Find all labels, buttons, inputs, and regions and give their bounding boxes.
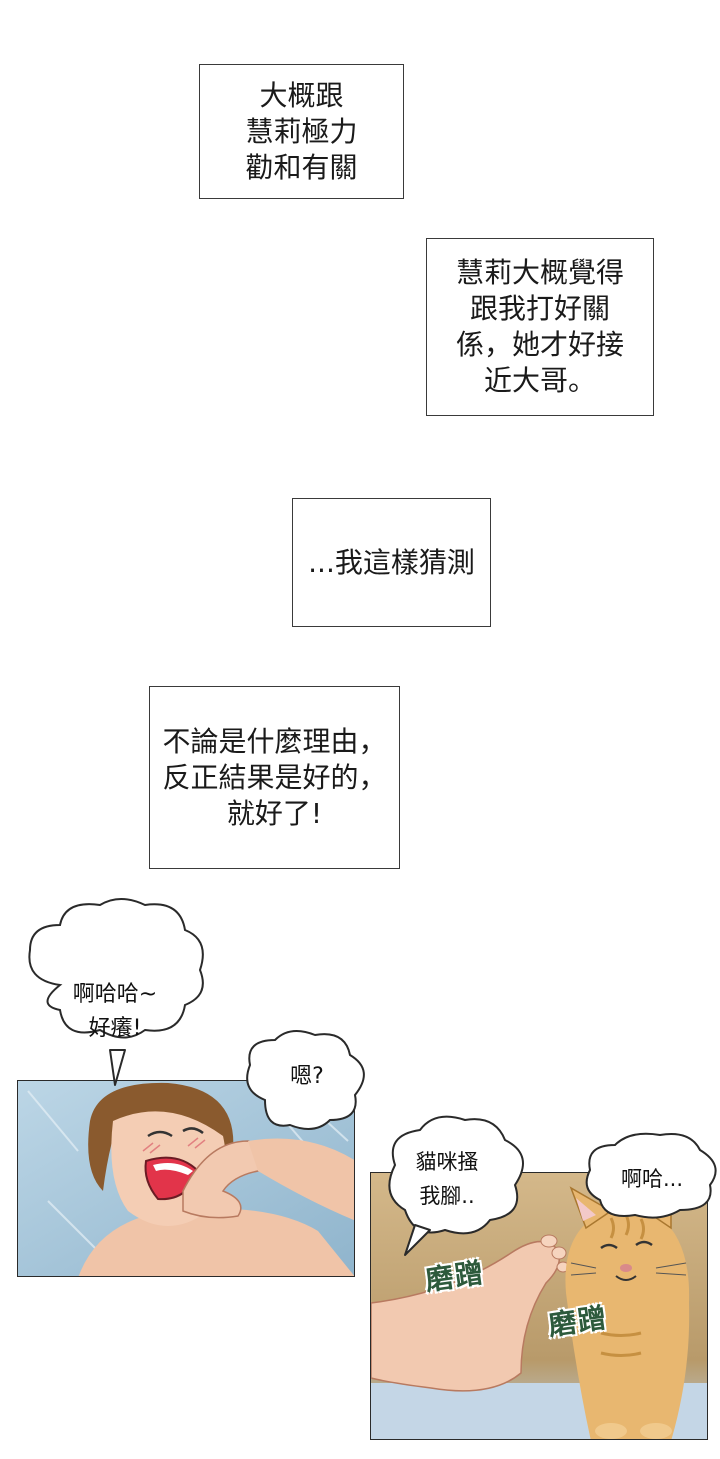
caption-box-2: 慧莉大概覺得 跟我打好關 係，她才好接 近大哥。 <box>426 238 654 416</box>
caption-text-3: ...我這樣猜測 <box>308 545 475 579</box>
bubble-text-aha: 啊哈... <box>620 1167 684 1191</box>
cat-rubbing-foot-illustration <box>371 1173 707 1439</box>
comic-panel-cat-foot <box>370 1172 708 1440</box>
caption-text-4: 不論是什麼理由， 反正結果是好的， 就好了! <box>162 724 387 830</box>
thought-bubble-laugh <box>28 898 204 1086</box>
sfx-rub-2: 磨蹭 <box>546 1300 611 1343</box>
thought-bubble-cat-scratch <box>388 1115 524 1256</box>
thought-bubble-huh <box>246 1030 365 1130</box>
caption-box-4: 不論是什麼理由， 反正結果是好的， 就好了! <box>149 686 400 869</box>
sfx-rub-1: 磨蹭 <box>423 1255 488 1298</box>
caption-box-1: 大概跟 慧莉極力 勸和有關 <box>199 64 404 199</box>
thought-bubble-aha <box>585 1132 717 1219</box>
caption-box-3: ...我這樣猜測 <box>292 498 491 627</box>
caption-text-1: 大概跟 慧莉極力 勸和有關 <box>245 78 358 184</box>
bubble-text-huh: 嗯? <box>290 1064 324 1089</box>
bubble-text-laugh: 啊哈哈~ 好癢! <box>72 982 158 1041</box>
bubble-text-cat-scratch: 貓咪搔 我腳.. <box>415 1150 479 1208</box>
caption-text-2: 慧莉大概覺得 跟我打好關 係，她才好接 近大哥。 <box>455 256 624 397</box>
